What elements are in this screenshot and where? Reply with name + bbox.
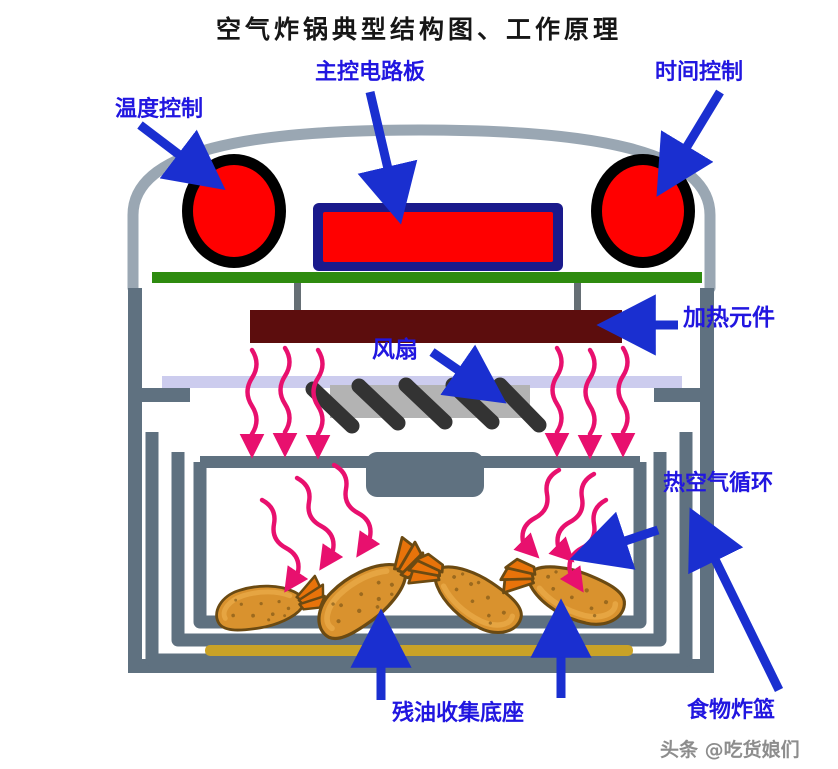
label-main-control-board: 主控电路板 bbox=[315, 60, 426, 85]
callout-arrow-time bbox=[656, 89, 724, 197]
heat-wave bbox=[544, 345, 570, 458]
food-item-shrimp bbox=[403, 540, 529, 646]
pcb-green-bar bbox=[152, 272, 702, 283]
time-knob[interactable] bbox=[602, 165, 684, 257]
label-fan: 风扇 bbox=[372, 337, 418, 363]
label-time-control: 时间控制 bbox=[655, 60, 744, 85]
label-heating-element: 加热元件 bbox=[683, 305, 775, 331]
fan-shelf-right bbox=[654, 388, 702, 402]
heat-wave bbox=[239, 347, 265, 459]
food-items bbox=[213, 533, 631, 648]
heating-element-mount-left bbox=[294, 283, 301, 313]
food-item-shrimp bbox=[305, 533, 437, 648]
label-food-frying-basket: 食物炸篮 bbox=[687, 698, 776, 723]
callout-arrow-fan bbox=[429, 344, 507, 404]
label-temperature-control: 温度控制 bbox=[115, 97, 204, 122]
body-right-wall-lower bbox=[700, 408, 714, 673]
fan-blade bbox=[351, 378, 406, 431]
callout-arrow-hot-air bbox=[569, 511, 660, 570]
heat-wave bbox=[559, 497, 609, 593]
heat-wave bbox=[272, 345, 298, 458]
heat-wave bbox=[610, 345, 636, 458]
callout-arrow-temperature bbox=[137, 121, 226, 190]
page-title: 空气炸锅典型结构图、工作原理 bbox=[215, 15, 622, 44]
heat-wave bbox=[513, 467, 562, 559]
label-hot-air-circulation: 热空气循环 bbox=[663, 471, 774, 496]
watermark: 头条 @吃货娘们 bbox=[660, 739, 800, 761]
heating-element bbox=[250, 310, 622, 343]
temperature-knob[interactable] bbox=[193, 165, 275, 257]
fan-blade bbox=[305, 381, 360, 434]
body-left-wall-upper bbox=[128, 288, 142, 408]
drawer-outer-shell bbox=[145, 432, 693, 667]
heat-wave bbox=[577, 347, 603, 460]
food-frying-basket[interactable] bbox=[193, 462, 647, 629]
fan-shelf-left bbox=[142, 388, 190, 402]
callout-arrow-basket-right bbox=[688, 507, 784, 692]
callout-arrow-main-board bbox=[357, 90, 418, 225]
oil-collection-tray bbox=[205, 645, 633, 656]
fan-blade bbox=[398, 377, 453, 430]
main-control-board-display[interactable] bbox=[323, 212, 553, 262]
basket-group bbox=[145, 432, 693, 667]
body-left-wall-lower bbox=[128, 408, 142, 673]
heating-element-mount-right bbox=[574, 283, 581, 313]
heating-element-group bbox=[250, 283, 622, 343]
oil-collection-base-shell bbox=[171, 452, 667, 647]
heat-wave bbox=[294, 475, 344, 571]
body-right-wall-upper bbox=[700, 288, 714, 408]
heat-wave bbox=[548, 471, 597, 563]
control-panel-area bbox=[152, 154, 702, 283]
heat-wave bbox=[331, 462, 381, 558]
callout-arrows bbox=[137, 89, 784, 700]
label-oil-collection-base: 残油收集底座 bbox=[392, 701, 525, 726]
heat-wave bbox=[305, 347, 331, 460]
basket-center-tab bbox=[366, 452, 484, 497]
heat-wave bbox=[259, 497, 309, 593]
